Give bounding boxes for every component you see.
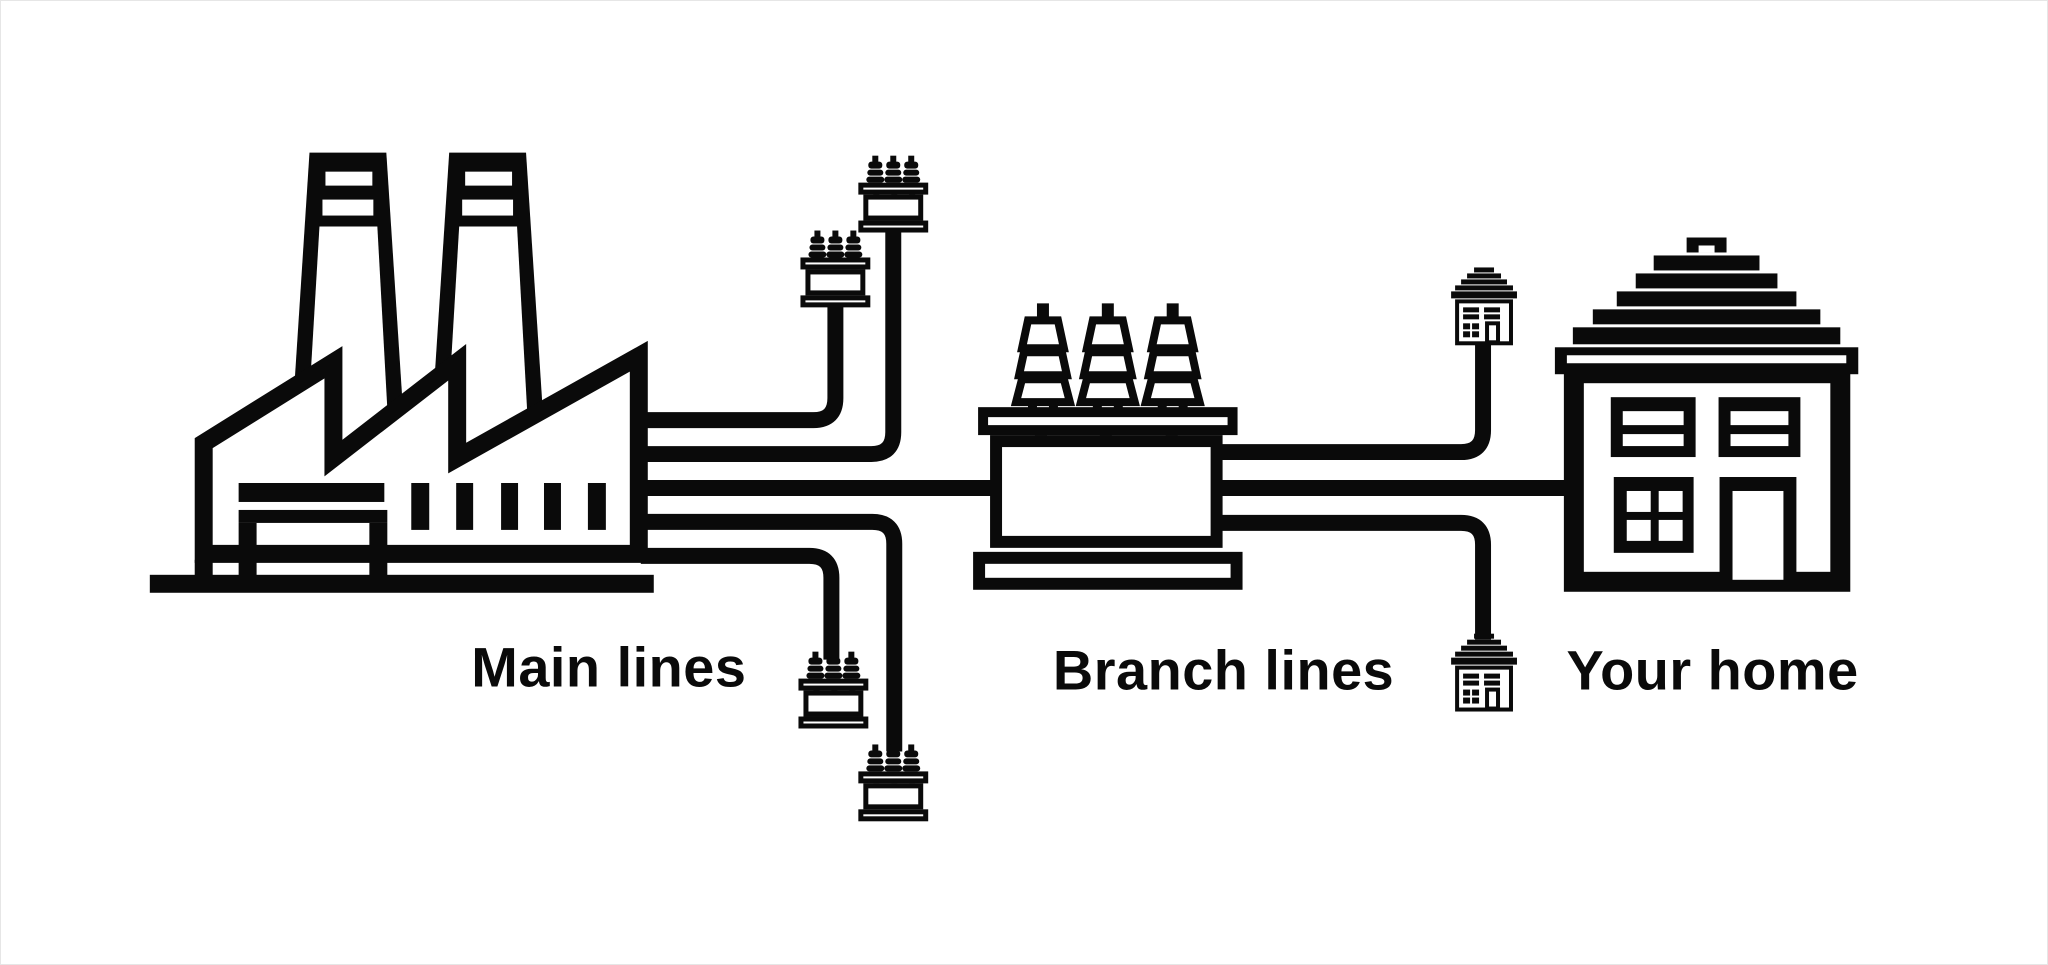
- main-lines-label: Main lines: [471, 636, 746, 699]
- pole-transformer-icon: [801, 652, 866, 726]
- your-home-label: Your home: [1566, 639, 1858, 702]
- small-house-icon: [1449, 631, 1519, 712]
- pole-transformer-icon: [803, 231, 868, 305]
- main-lines-wires: [640, 230, 997, 752]
- pole-transformer-icon: [861, 156, 926, 230]
- branch-lines-wires: [1218, 341, 1571, 640]
- branch-lines-label: Branch lines: [1053, 639, 1394, 702]
- distribution-transformer-icon: [973, 303, 1243, 590]
- home-icon: [1554, 237, 1859, 592]
- pole-transformer-icon: [861, 744, 926, 818]
- small-house-icon: [1449, 265, 1519, 346]
- power-plant-icon: [149, 152, 654, 593]
